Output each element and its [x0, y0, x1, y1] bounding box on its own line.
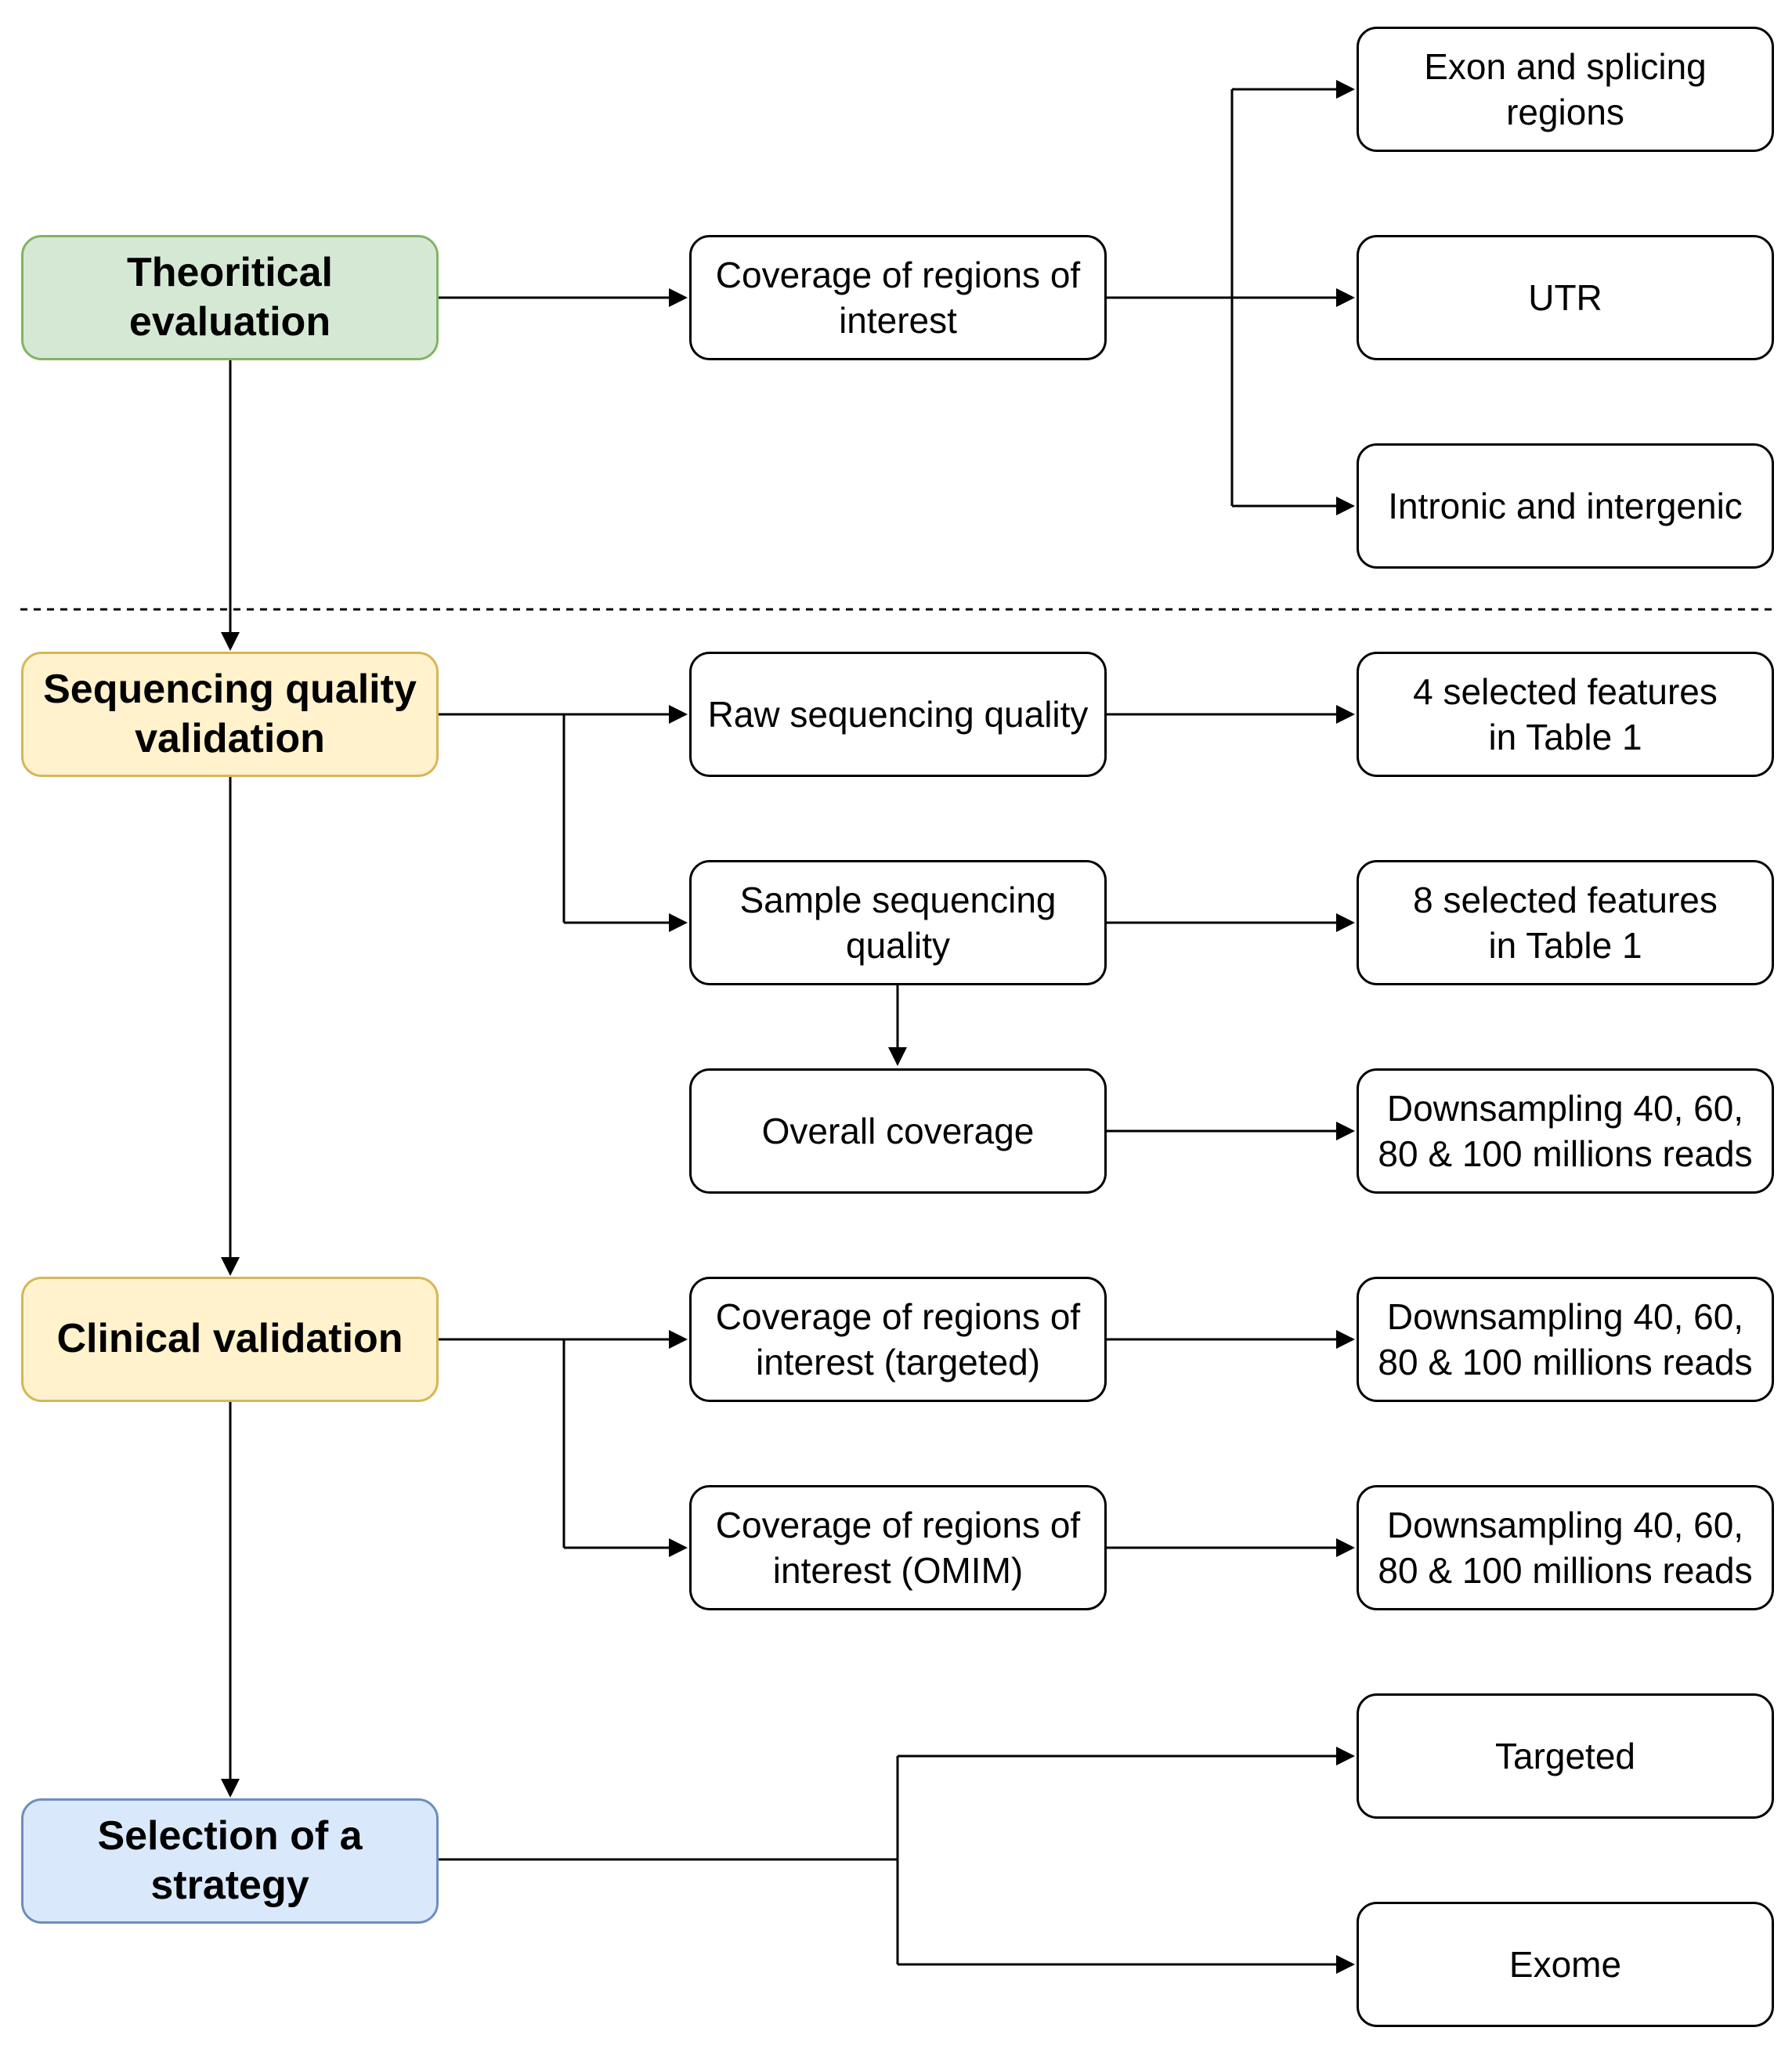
outcome-downsampling-overall: Downsampling 40, 60, 80 & 100 millions r…: [1357, 1068, 1774, 1194]
outcome-downsampling-omim: Downsampling 40, 60, 80 & 100 millions r…: [1357, 1485, 1774, 1610]
step-coverage-targeted-label: Coverage of regions of interest (targete…: [715, 1296, 1081, 1382]
outcome-four-features: 4 selected features in Table 1: [1357, 652, 1774, 777]
step-sample-sequencing-quality: Sample sequencing quality: [689, 860, 1107, 985]
step-overall-label: Overall coverage: [761, 1110, 1035, 1151]
step-coverage-omim-label: Coverage of regions of interest (OMIM): [715, 1504, 1081, 1591]
outcome-downsampling-overall-label: Downsampling 40, 60, 80 & 100 millions r…: [1378, 1087, 1753, 1174]
outcome-utr-label: UTR: [1528, 276, 1602, 318]
step-raw-sequencing-quality: Raw sequencing quality: [689, 652, 1107, 777]
stage-theoretical-label: Theoritical evaluation: [127, 249, 333, 345]
step-coverage-omim: Coverage of regions of interest (OMIM): [689, 1485, 1107, 1610]
outcome-intronic-label: Intronic and intergenic: [1388, 485, 1743, 526]
outcome-targeted: Targeted: [1357, 1693, 1774, 1819]
outcome-exome: Exome: [1357, 1902, 1774, 2027]
stage-theoretical-evaluation: Theoritical evaluation: [21, 235, 439, 360]
step-coverage-regions-of-interest: Coverage of regions of interest: [689, 235, 1107, 360]
step-coverage-targeted: Coverage of regions of interest (targete…: [689, 1277, 1107, 1402]
outcome-targeted-label: Targeted: [1494, 1735, 1635, 1776]
outcome-eight-features-label: 8 selected features in Table 1: [1413, 879, 1718, 966]
step-raw-label: Raw sequencing quality: [707, 693, 1089, 735]
outcome-exome-label: Exome: [1508, 1943, 1622, 1985]
outcome-utr: UTR: [1357, 235, 1774, 360]
step-sample-label: Sample sequencing quality: [739, 879, 1057, 966]
outcome-downsampling-targeted-label: Downsampling 40, 60, 80 & 100 millions r…: [1378, 1296, 1753, 1382]
stage-selection-label: Selection of a strategy: [97, 1812, 363, 1908]
outcome-downsampling-targeted: Downsampling 40, 60, 80 & 100 millions r…: [1357, 1277, 1774, 1402]
stage-clinical-label: Clinical validation: [56, 1316, 403, 1362]
outcome-intronic-intergenic: Intronic and intergenic: [1357, 443, 1774, 569]
outcome-exon-splicing: Exon and splicing regions: [1357, 27, 1774, 152]
outcome-exon-label: Exon and splicing regions: [1424, 45, 1707, 132]
outcome-four-features-label: 4 selected features in Table 1: [1413, 670, 1718, 757]
outcome-eight-features: 8 selected features in Table 1: [1357, 860, 1774, 985]
step-coverage-label: Coverage of regions of interest: [715, 254, 1081, 341]
step-overall-coverage: Overall coverage: [689, 1068, 1107, 1194]
stage-sequencing-label: Sequencing quality validation: [43, 666, 417, 761]
stage-selection-of-strategy: Selection of a strategy: [21, 1798, 439, 1924]
stage-sequencing-quality-validation: Sequencing quality validation: [21, 652, 439, 777]
stage-clinical-validation: Clinical validation: [21, 1277, 439, 1402]
outcome-downsampling-omim-label: Downsampling 40, 60, 80 & 100 millions r…: [1378, 1504, 1753, 1591]
